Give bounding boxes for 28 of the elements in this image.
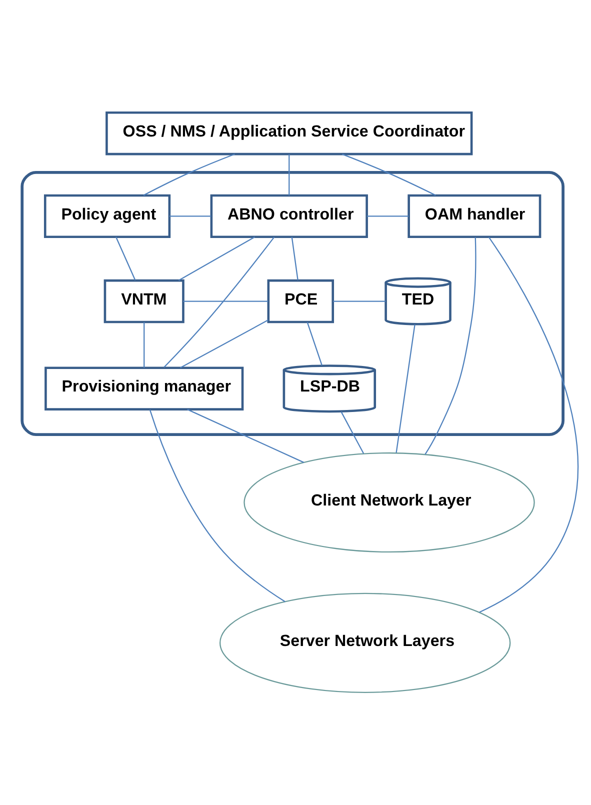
connector bbox=[178, 236, 256, 281]
connector bbox=[164, 236, 275, 368]
node-box: Provisioning manager bbox=[44, 366, 244, 410]
connector bbox=[333, 300, 386, 302]
node-ellipse: Client Network Layer bbox=[244, 452, 535, 553]
connector bbox=[396, 324, 416, 453]
node-box: Policy agent bbox=[44, 194, 171, 238]
connector bbox=[187, 408, 304, 463]
node-box: OSS / NMS / Application Service Coordinator bbox=[106, 111, 473, 156]
node-ellipse: Server Network Layers bbox=[220, 592, 511, 693]
connector bbox=[288, 154, 290, 196]
node-box: VNTM bbox=[104, 279, 184, 324]
connector bbox=[149, 410, 286, 602]
node-box: PCE bbox=[267, 279, 334, 324]
connector bbox=[291, 236, 298, 280]
cluster bbox=[20, 171, 564, 436]
connector bbox=[366, 216, 408, 217]
connector bbox=[340, 412, 364, 454]
node-box: OAM handler bbox=[408, 194, 542, 238]
connector bbox=[169, 216, 212, 217]
connector bbox=[144, 322, 145, 368]
connector bbox=[183, 300, 268, 302]
connector bbox=[306, 322, 322, 366]
connector bbox=[180, 320, 268, 368]
connector bbox=[424, 237, 476, 455]
connector bbox=[479, 236, 579, 613]
node-box: ABNO controller bbox=[210, 194, 368, 238]
connector bbox=[115, 236, 136, 280]
